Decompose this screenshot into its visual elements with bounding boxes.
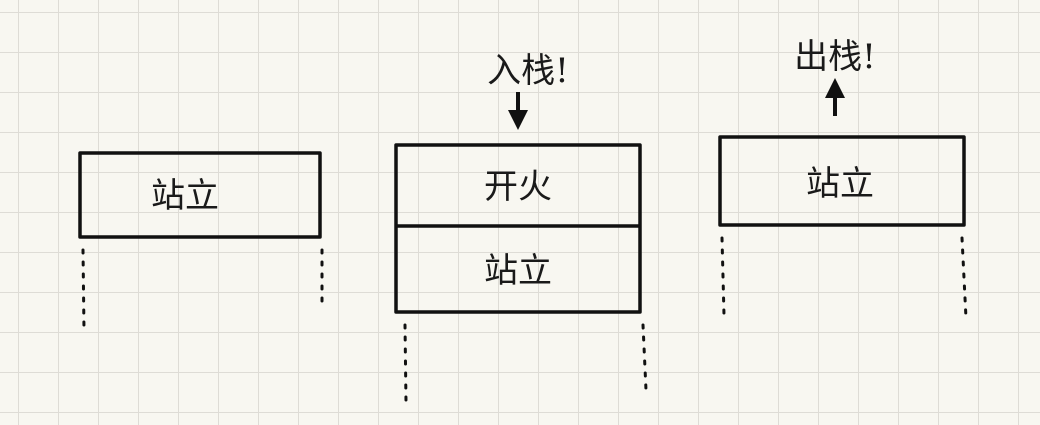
stack-after-pop: 出栈! 站立 [718,37,968,320]
stack-frame [78,151,322,239]
stack-continuation-left [720,236,726,317]
stack-continuation-right [641,323,648,392]
pop-caption: 出栈! [794,37,876,77]
stack-continuation-left [81,248,86,332]
push-caption: 入栈! [487,51,569,91]
stack-initial: 站立 [78,151,324,332]
up-arrow-icon [825,78,845,116]
frame-label: 开火 [484,167,552,207]
frame-label: 站立 [806,164,874,204]
frame-label: 站立 [151,176,219,216]
stack-continuation-right [960,236,968,320]
stack-frame [718,135,966,227]
frame-label: 站立 [484,251,552,291]
stack-after-push: 入栈! 开火 站立 [394,51,648,404]
stack-frame-outline [394,143,642,314]
stack-continuation-left [403,323,408,404]
down-arrow-icon [508,92,528,130]
